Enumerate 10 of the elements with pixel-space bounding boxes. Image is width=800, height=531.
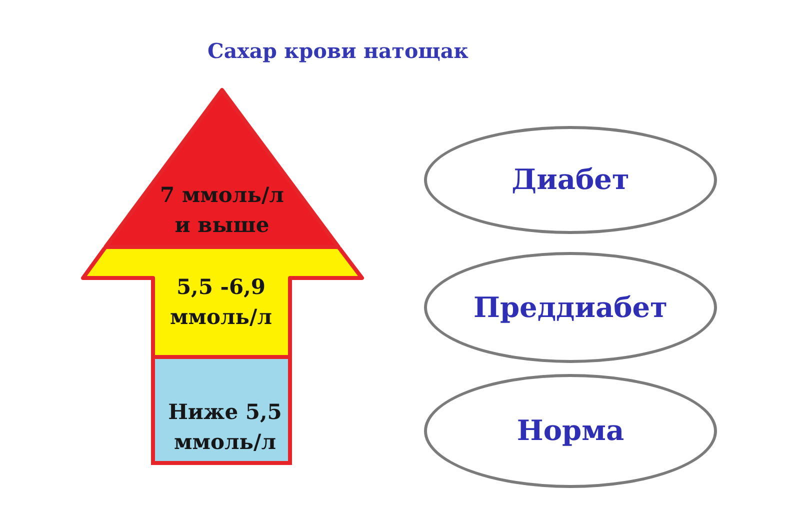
range-label: 7 ммоль/л и выше [159,181,285,239]
arrow-shoulder-band [80,247,365,357]
category-label: Преддиабет [474,290,668,324]
arrowhead-band [101,87,343,247]
range-label: Ниже 5,5 ммоль/л [167,398,283,456]
arrow-shaft-band [151,357,292,465]
diagram-title: Сахар крови натощак [208,39,468,63]
category-label: Норма [516,414,624,448]
category-label: Диабет [512,163,630,197]
range-label: 5,5 -6,9 ммоль/л [168,273,274,331]
